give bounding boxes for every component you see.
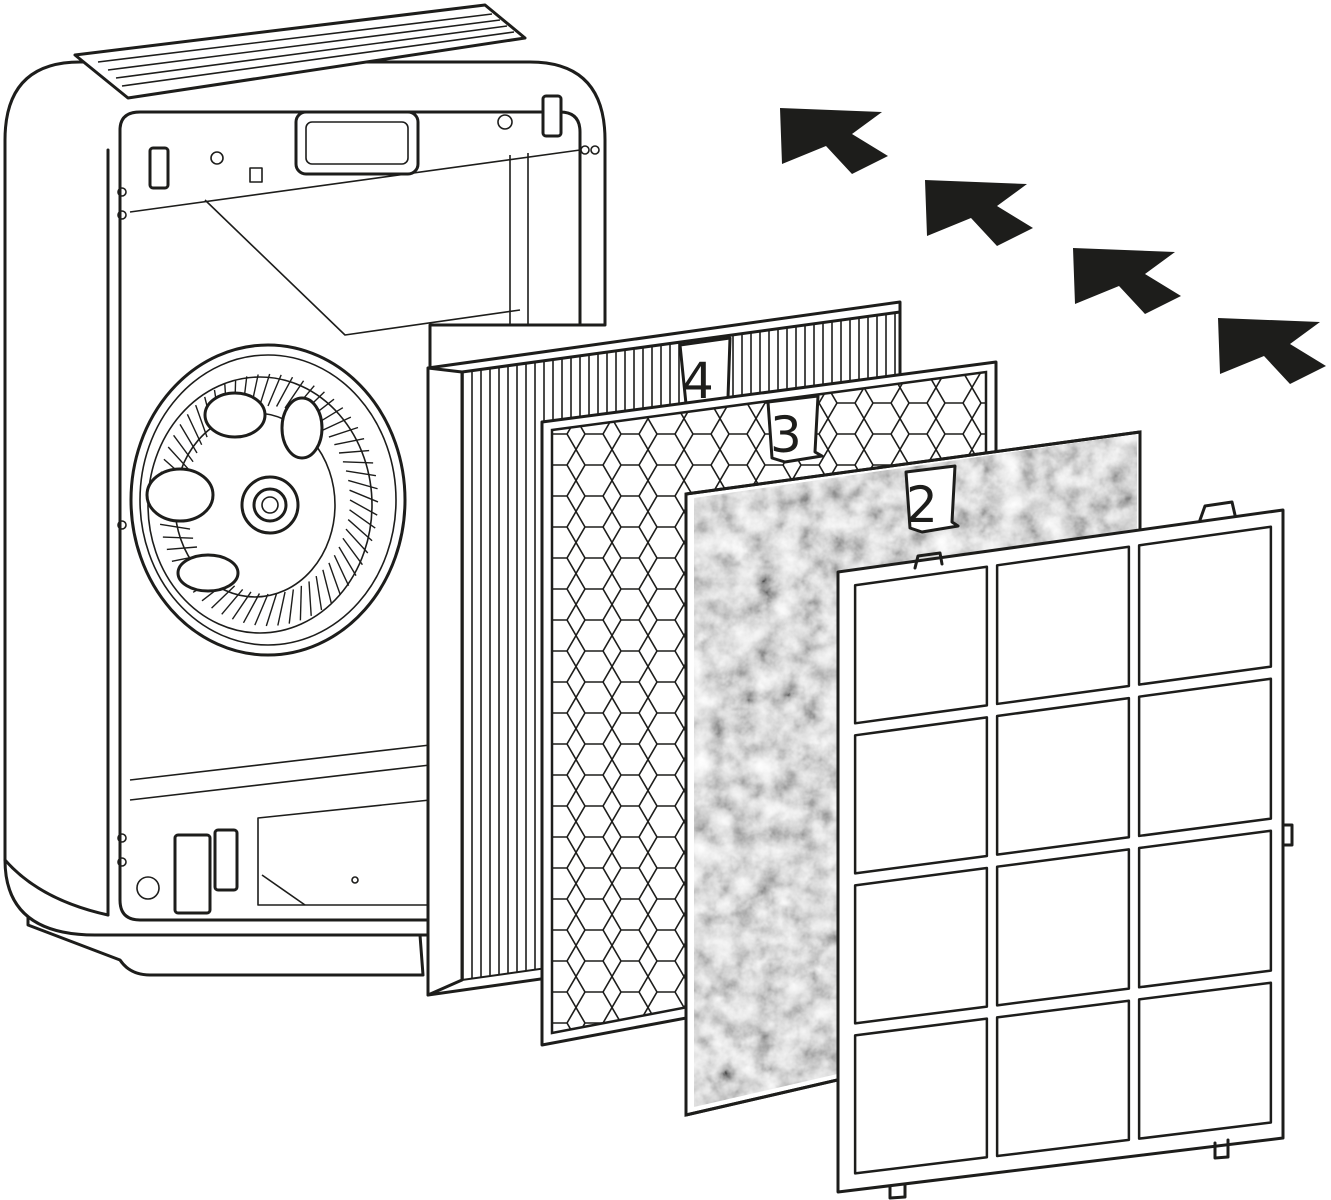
airflow-arrow-icon: [925, 180, 1033, 246]
carry-handle: [294, 110, 420, 176]
pre-filter-cell: [995, 999, 1131, 1158]
pre-filter-cell: [853, 1017, 989, 1175]
pre-filter-cell: [853, 866, 989, 1025]
pre-filter-cell: [1137, 677, 1273, 838]
blower-fan: [129, 343, 407, 657]
airflow-arrow-icon: [780, 108, 888, 174]
airflow-arrow-icon: [1073, 248, 1181, 314]
pre-filter-cell: [853, 716, 989, 875]
airflow-arrows: [780, 108, 1326, 384]
label-honeycomb: 3: [770, 406, 802, 464]
pre-filter-cells: [853, 525, 1273, 1175]
pre-filter-cell: [995, 545, 1131, 706]
top-grille: [73, 3, 527, 100]
pre-filter-cell: [995, 696, 1131, 856]
pre-filter-frame: [836, 500, 1294, 1200]
pre-filter-cell: [1137, 525, 1273, 686]
pre-filter-cell: [1137, 981, 1273, 1140]
top-clip-right: [541, 94, 563, 138]
airflow-arrow-icon: [1218, 318, 1326, 384]
top-clip-left: [148, 146, 170, 190]
pre-filter-cell: [1137, 829, 1273, 989]
purifier-housing: [3, 3, 607, 977]
bottom-latch: [173, 833, 212, 915]
pre-filter-cell: [853, 565, 989, 725]
housing-screws: [117, 145, 600, 867]
pre-filter-cell: [995, 848, 1131, 1007]
label-carbon: 2: [906, 476, 938, 534]
